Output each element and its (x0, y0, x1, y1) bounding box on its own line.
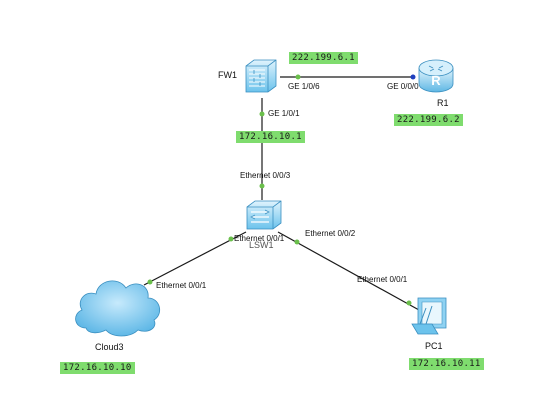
port-label-lsw1-eth003: Ethernet 0/0/3 (240, 171, 291, 180)
link-lsw1-cloud3[interactable] (143, 231, 247, 286)
port-dot-pc1-eth001 (406, 300, 412, 306)
device-label-pc1: PC1 (425, 341, 443, 351)
ip-label-fw1-lan: 172.16.10.1 (236, 131, 305, 143)
port-dot-lsw1-eth003 (259, 183, 265, 189)
port-label-lsw1-eth002: Ethernet 0/0/2 (305, 229, 356, 238)
port-dot-lsw1-eth002 (294, 239, 300, 245)
port-dot-lsw1-eth001 (228, 236, 234, 242)
ip-label-pc1: 172.16.10.11 (409, 358, 484, 370)
router-icon[interactable]: R (418, 59, 454, 93)
link-lsw1-pc1[interactable] (277, 231, 420, 311)
port-label-cloud3-eth001: Ethernet 0/0/1 (156, 281, 207, 290)
port-dot-fw1-ge106 (295, 74, 301, 80)
port-label-pc1-eth001: Ethernet 0/0/1 (357, 275, 408, 284)
port-label-fw1-ge106: GE 1/0/6 (288, 82, 320, 91)
port-dot-fw1-ge101 (259, 111, 265, 117)
port-label-lsw1-eth001: Ethernet 0/0/1 (234, 234, 285, 243)
port-dot-cloud3-eth001 (147, 279, 153, 285)
port-label-r1-ge000: GE 0/0/0 (387, 82, 419, 91)
ip-label-r1-wan: 222.199.6.2 (394, 114, 463, 126)
device-label-cloud3: Cloud3 (95, 342, 124, 352)
firewall-icon[interactable] (245, 59, 277, 93)
ip-label-fw1-wan: 222.199.6.1 (289, 52, 358, 64)
ip-label-cloud3: 172.16.10.10 (60, 362, 135, 374)
device-label-fw1: FW1 (218, 70, 237, 80)
cloud-icon[interactable] (75, 280, 161, 337)
svg-text:R: R (431, 73, 441, 88)
port-dot-r1-ge000 (410, 74, 416, 80)
switch-icon[interactable] (246, 200, 282, 230)
pc-icon[interactable] (411, 297, 447, 335)
port-label-fw1-ge101: GE 1/0/1 (268, 109, 300, 118)
device-label-r1: R1 (437, 98, 449, 108)
device-label-lsw1: LSW1 (249, 240, 274, 250)
